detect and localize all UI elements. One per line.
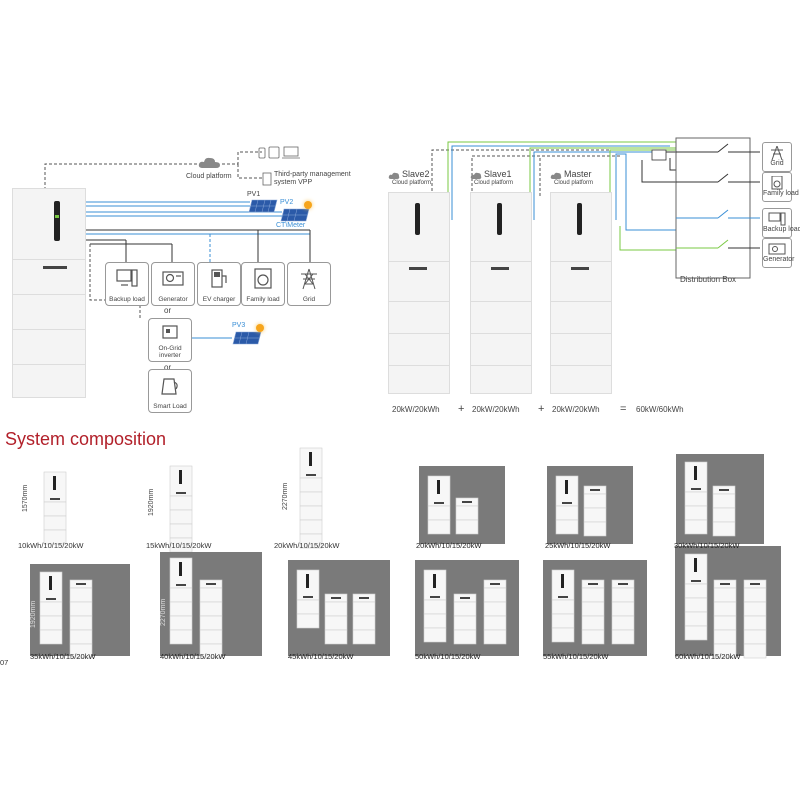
right-parallel-diagram: Distribution Box Grid Family load Backup…	[380, 130, 800, 420]
config-label: 20kWh/10/15/20kW	[416, 541, 482, 550]
cloud-icon	[198, 157, 220, 168]
output-backup-load: Backup load	[762, 208, 800, 238]
corner-text: 07	[0, 658, 9, 667]
third-party-label-2: system VPP	[274, 179, 313, 186]
unit-name: Slave2	[402, 169, 430, 179]
composition-grid: 1570mm 1920mm 2270mm 1920mm 2270mm 10kWh…	[0, 440, 800, 800]
unit-spec: 20kW/20kWh	[552, 405, 600, 414]
plus-sign: +	[538, 403, 545, 415]
unit-cloud-label: Cloud platform	[392, 180, 432, 186]
load-label: EV charger	[202, 296, 236, 303]
grid-box: Grid	[287, 262, 331, 306]
config-label: 45kWh/10/15/20kW	[288, 652, 354, 661]
devices-icon	[258, 146, 300, 159]
ct-meter-label: CT\Meter	[276, 222, 306, 229]
unit-master: Master Cloud platform	[550, 169, 612, 397]
generator-icon	[768, 243, 786, 255]
cloud-icon	[550, 172, 562, 179]
output-label: Family load	[763, 190, 799, 197]
height-label: 1920mm	[30, 600, 37, 628]
on-grid-inverter-box: On-Grid inverter	[148, 318, 192, 362]
sun-icon-2	[256, 324, 264, 332]
output-family-load: Family load	[762, 172, 799, 202]
unit-name: Master	[564, 169, 592, 179]
backup-load-box: Backup load	[105, 262, 149, 306]
cloud-icon	[470, 172, 482, 179]
left-system-diagram: Cloud platform Third-party management sy…	[0, 0, 380, 420]
config-label: 25kWh/10/15/20kW	[545, 541, 611, 550]
config-label: 60kWh/10/15/20kW	[675, 652, 741, 661]
unit-slave2: Slave2 Cloud platform	[388, 169, 450, 397]
cloud-icon	[388, 172, 400, 179]
config-label: 40kWh/10/15/20kW	[160, 652, 226, 661]
solar-panel-icon-2	[280, 208, 310, 222]
washing-machine-icon	[771, 176, 783, 190]
power-tower-icon	[301, 268, 317, 290]
equals-sign: =	[620, 403, 627, 415]
left-wiring	[44, 151, 311, 339]
unit-cloud-label: Cloud platform	[474, 180, 514, 186]
config-label: 55kWh/10/15/20kW	[543, 652, 609, 661]
output-grid: Grid	[762, 142, 792, 172]
third-party-label: Third-party management	[274, 171, 351, 178]
power-tower-icon	[771, 146, 783, 160]
parallel-wiring	[417, 137, 760, 279]
family-load-box: Family load	[241, 262, 285, 306]
load-label: Generator	[158, 296, 188, 303]
on-grid-label: On-Grid	[158, 345, 182, 352]
config-label: 50kWh/10/15/20kW	[415, 652, 481, 661]
plus-sign: +	[458, 403, 465, 415]
unit-spec: 20kW/20kWh	[392, 405, 440, 414]
config-label: 30kWh/10/15/20kW	[674, 541, 740, 550]
pv2-label: PV2	[280, 199, 294, 206]
load-label: Grid	[302, 296, 316, 303]
generator-icon	[162, 271, 184, 286]
inverter-tower	[12, 188, 86, 398]
smart-load-label: Smart Load	[153, 403, 187, 410]
output-label: Grid	[770, 160, 784, 167]
computer-icon	[116, 269, 138, 287]
output-label: Backup load	[763, 226, 800, 233]
load-label: Family load	[246, 296, 280, 303]
config-label: 10kWh/10/15/20kW	[18, 541, 84, 550]
document-icon	[262, 172, 272, 186]
config-label: 35kWh/10/15/20kW	[30, 652, 96, 661]
ev-charger-icon	[211, 269, 227, 288]
height-label: 2270mm	[160, 598, 167, 626]
solar-panel-icon-3	[232, 331, 262, 345]
inverter-icon	[162, 325, 178, 339]
pv3-label: PV3	[232, 322, 246, 329]
height-label: 2270mm	[282, 482, 289, 510]
composition-drawings	[30, 447, 781, 659]
solar-panel-icon	[248, 199, 278, 213]
unit-cloud-label: Cloud platform	[554, 180, 594, 186]
distribution-box-label: Distribution Box	[680, 275, 737, 284]
sun-icon	[304, 201, 312, 209]
total-spec: 60kW/60kWh	[636, 405, 684, 414]
pv1-label: PV1	[247, 191, 261, 198]
unit-spec: 20kW/20kWh	[472, 405, 520, 414]
unit-slave1: Slave1 Cloud platform	[470, 169, 532, 397]
or-label: or	[164, 306, 172, 315]
smart-load-box: Smart Load	[148, 369, 192, 413]
output-label: Generator	[763, 256, 795, 263]
washing-machine-icon	[254, 268, 272, 289]
computer-icon	[768, 212, 786, 226]
unit-name: Slave1	[484, 169, 512, 179]
section-title: System composition	[5, 429, 167, 449]
or-label-2: or	[164, 363, 172, 372]
generator-box: Generator	[151, 262, 195, 306]
cloud-label: Cloud platform	[186, 173, 232, 180]
on-grid-label-2: inverter	[159, 352, 181, 359]
height-label: 1570mm	[22, 484, 29, 512]
output-generator: Generator	[762, 238, 795, 268]
config-label: 15kWh/10/15/20kW	[146, 541, 212, 550]
kettle-icon	[161, 378, 178, 395]
ev-charger-box: EV charger	[197, 262, 241, 306]
load-label: Backup load	[109, 296, 145, 303]
config-label: 20kWh/10/15/20kW	[274, 541, 340, 550]
height-label: 1920mm	[148, 488, 155, 516]
